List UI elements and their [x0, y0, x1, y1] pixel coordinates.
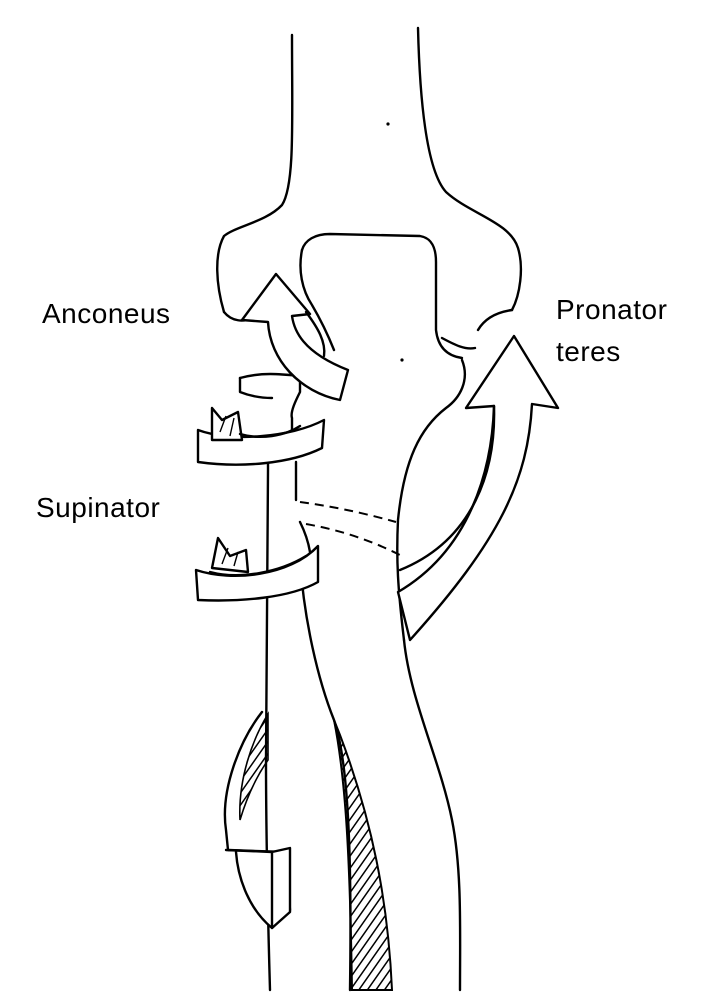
- radius: [298, 358, 467, 992]
- hatched-muscle-strip: [333, 719, 394, 991]
- supinator-band-lower: [194, 536, 320, 602]
- pronator-label-line2: teres: [556, 336, 621, 367]
- interosseous-lines: [299, 501, 401, 556]
- pronator-label-line1: Pronator: [556, 294, 668, 325]
- supinator-band-upper: [196, 406, 326, 466]
- twisted-band-lower: [223, 710, 292, 930]
- anconeus-label: Anconeus: [42, 298, 171, 329]
- anconeus-arrow: [240, 272, 350, 402]
- pronator-teres-arrow: [396, 334, 560, 642]
- humerus: [216, 26, 523, 360]
- supinator-label: Supinator: [36, 492, 161, 523]
